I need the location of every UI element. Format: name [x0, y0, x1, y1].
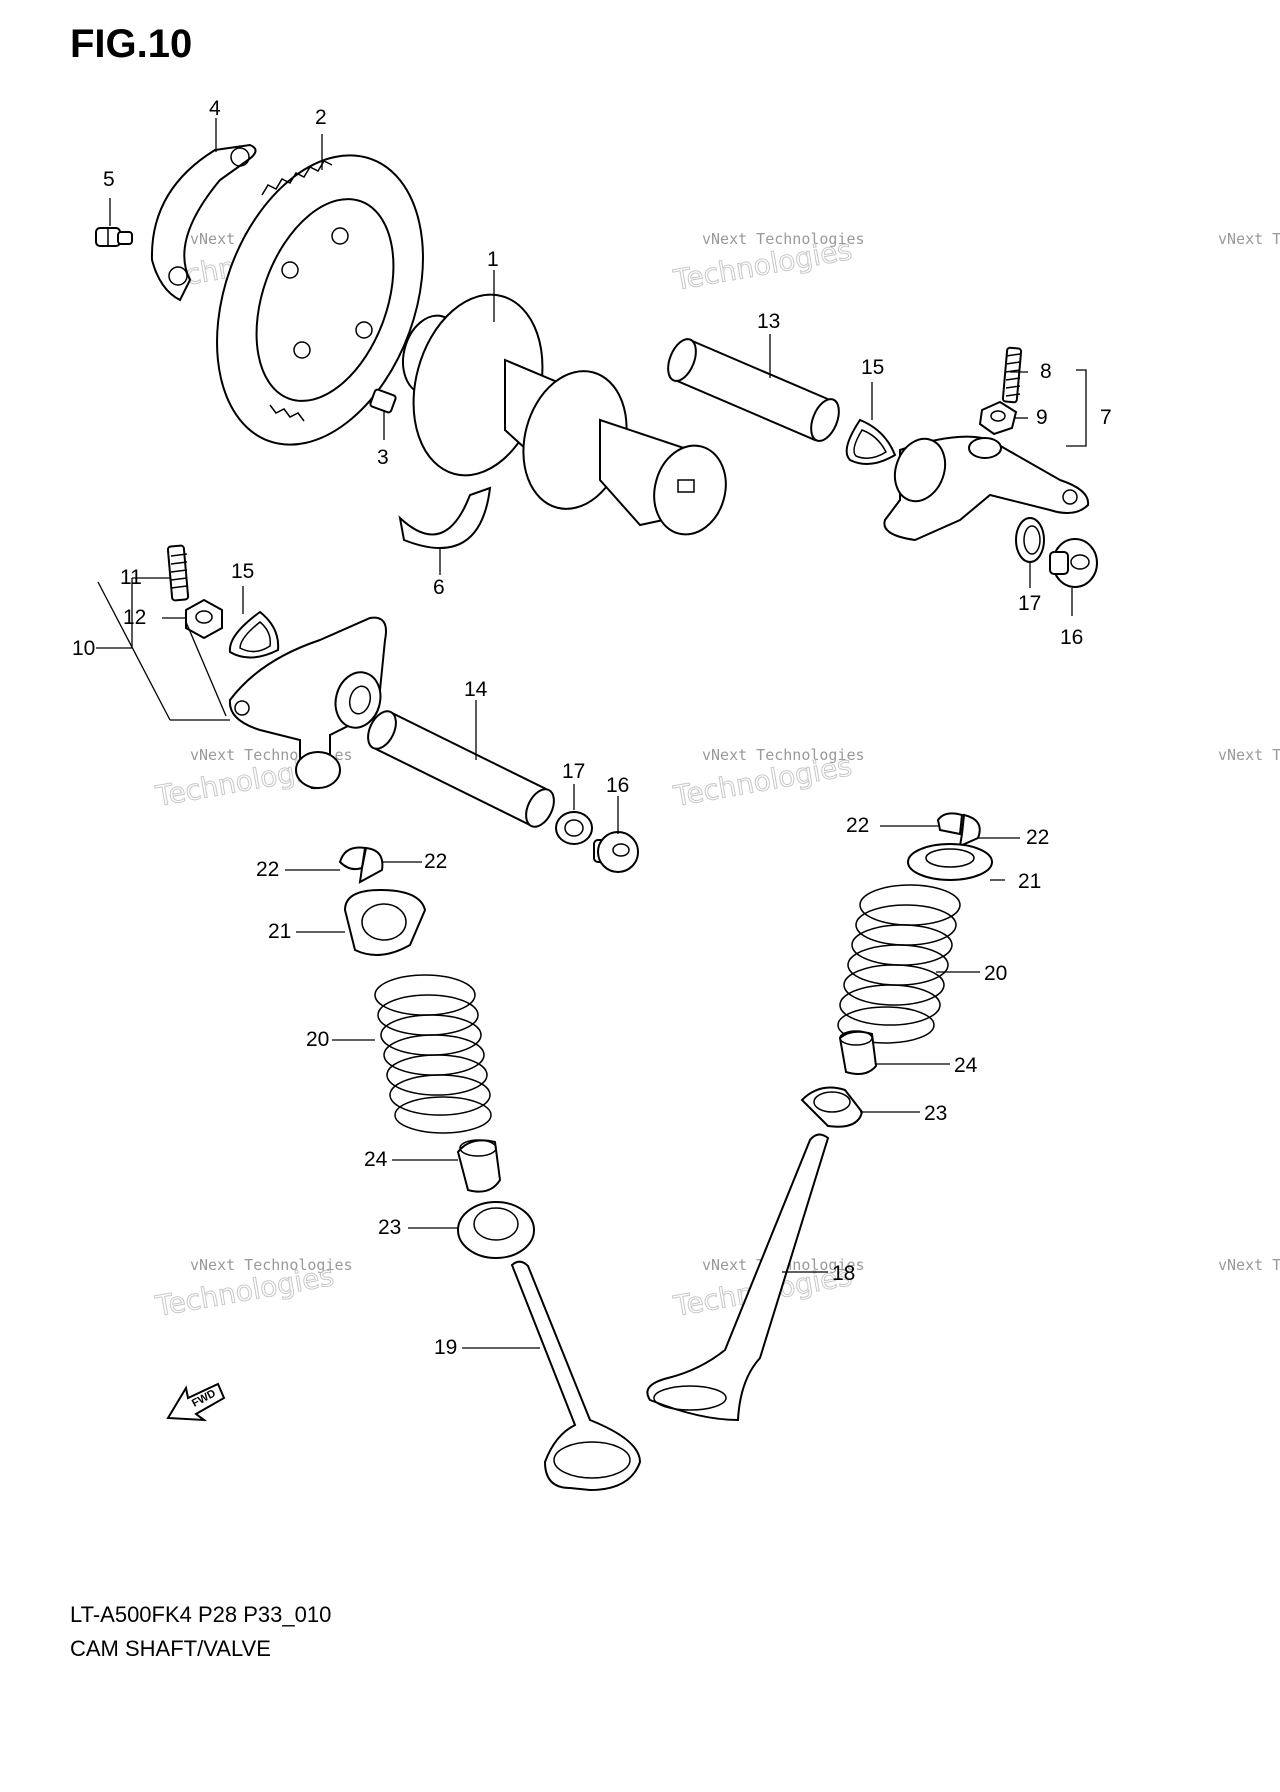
model-code: LT-A500FK4 P28 P33_010 [70, 1602, 332, 1627]
callout-16: 16 [1060, 626, 1083, 649]
part-13-rocker-shaft [667, 338, 840, 442]
callout-15: 15 [861, 356, 884, 379]
watermark-text: vNext Technologies [1218, 1256, 1280, 1274]
callout-22: 22 [1026, 826, 1049, 849]
callout-17: 17 [1018, 592, 1041, 615]
callout-2: 2 [315, 106, 327, 129]
part-24-valve-seal-right [838, 1030, 878, 1075]
part-8-adjuster-screw [1001, 346, 1023, 404]
watermark-text: vNext Technologies [190, 1256, 353, 1274]
part-16-bolt-left [593, 831, 639, 873]
part-24-valve-seal-left [456, 1139, 502, 1193]
part-3-dowel-pin [369, 388, 397, 414]
callout-17: 17 [562, 760, 585, 783]
part-4-retainer-plate [150, 143, 257, 302]
part-23-spring-seat-right [800, 1086, 864, 1128]
watermark-text: vNext Technologies [702, 230, 865, 248]
part-22-cotters-right [936, 812, 981, 848]
fwd-arrow-icon: FWD [166, 1382, 226, 1422]
callout-12: 12 [123, 606, 146, 629]
part-6-half-ring [398, 486, 492, 549]
callout-9: 9 [1036, 406, 1048, 429]
part-21-spring-retainer-right [907, 843, 993, 881]
part-15-o-ring [845, 418, 897, 465]
callout-24: 24 [364, 1148, 388, 1171]
callout-15: 15 [231, 560, 254, 583]
part-7-rocker-arm-exhaust [883, 435, 1090, 542]
callout-labels: 4 2 5 1 3 6 13 15 8 9 7 17 16 11 12 15 1… [72, 97, 1112, 1359]
callout-7: 7 [1100, 406, 1112, 429]
callout-1: 1 [487, 248, 499, 271]
callout-23: 23 [924, 1102, 947, 1125]
part-1-camshaft [402, 293, 727, 536]
callout-5: 5 [103, 168, 115, 191]
callout-10: 10 [72, 637, 95, 660]
callout-20: 20 [984, 962, 1007, 985]
part-9-lock-nut [978, 400, 1018, 436]
part-12-lock-nut [185, 598, 223, 640]
part-23-spring-seat-left [457, 1201, 535, 1259]
callout-3: 3 [377, 446, 389, 469]
callout-19: 19 [434, 1336, 457, 1359]
callout-13: 13 [757, 310, 780, 333]
part-14-rocker-shaft [367, 710, 555, 828]
part-17-washer-right [1015, 517, 1045, 563]
part-20-valve-spring-right [837, 884, 961, 1044]
part-19-intake-valve [510, 1260, 642, 1492]
section-name: CAM SHAFT/VALVE [70, 1636, 271, 1658]
callout-8: 8 [1040, 360, 1052, 383]
callout-23: 23 [378, 1216, 401, 1239]
part-15-o-ring-left [228, 610, 280, 659]
callout-22: 22 [256, 858, 279, 881]
callout-20: 20 [306, 1028, 329, 1051]
leader-lines [96, 118, 1087, 1349]
watermark-text: vNext Technologies [1218, 746, 1280, 764]
callout-11: 11 [120, 566, 142, 589]
callout-4: 4 [209, 97, 221, 120]
part-18-exhaust-valve [646, 1133, 830, 1422]
part-10-rocker-arm-intake [228, 616, 387, 790]
callout-21: 21 [1018, 870, 1041, 893]
callout-24: 24 [954, 1054, 978, 1077]
part-5-bolt [95, 227, 133, 247]
part-22-cotters-left [338, 846, 384, 884]
callout-22: 22 [846, 814, 869, 837]
figure-title: FIG.10 [70, 22, 193, 66]
part-2-cam-sprocket [216, 154, 424, 446]
part-16-bolt-right [1049, 538, 1098, 588]
callout-22: 22 [424, 850, 447, 873]
callout-18: 18 [832, 1262, 855, 1285]
part-20-valve-spring-left [374, 974, 492, 1134]
part-11-adjuster-screw [166, 544, 190, 602]
part-17-washer-left [555, 811, 593, 845]
callout-6: 6 [433, 576, 445, 599]
part-21-spring-retainer-left [343, 888, 427, 956]
callout-16: 16 [606, 774, 629, 797]
watermark-text: vNext Technologies [702, 746, 865, 764]
callout-21: 21 [268, 920, 291, 943]
watermark-text: vNext Technologies [1218, 230, 1280, 248]
callout-14: 14 [464, 678, 488, 701]
